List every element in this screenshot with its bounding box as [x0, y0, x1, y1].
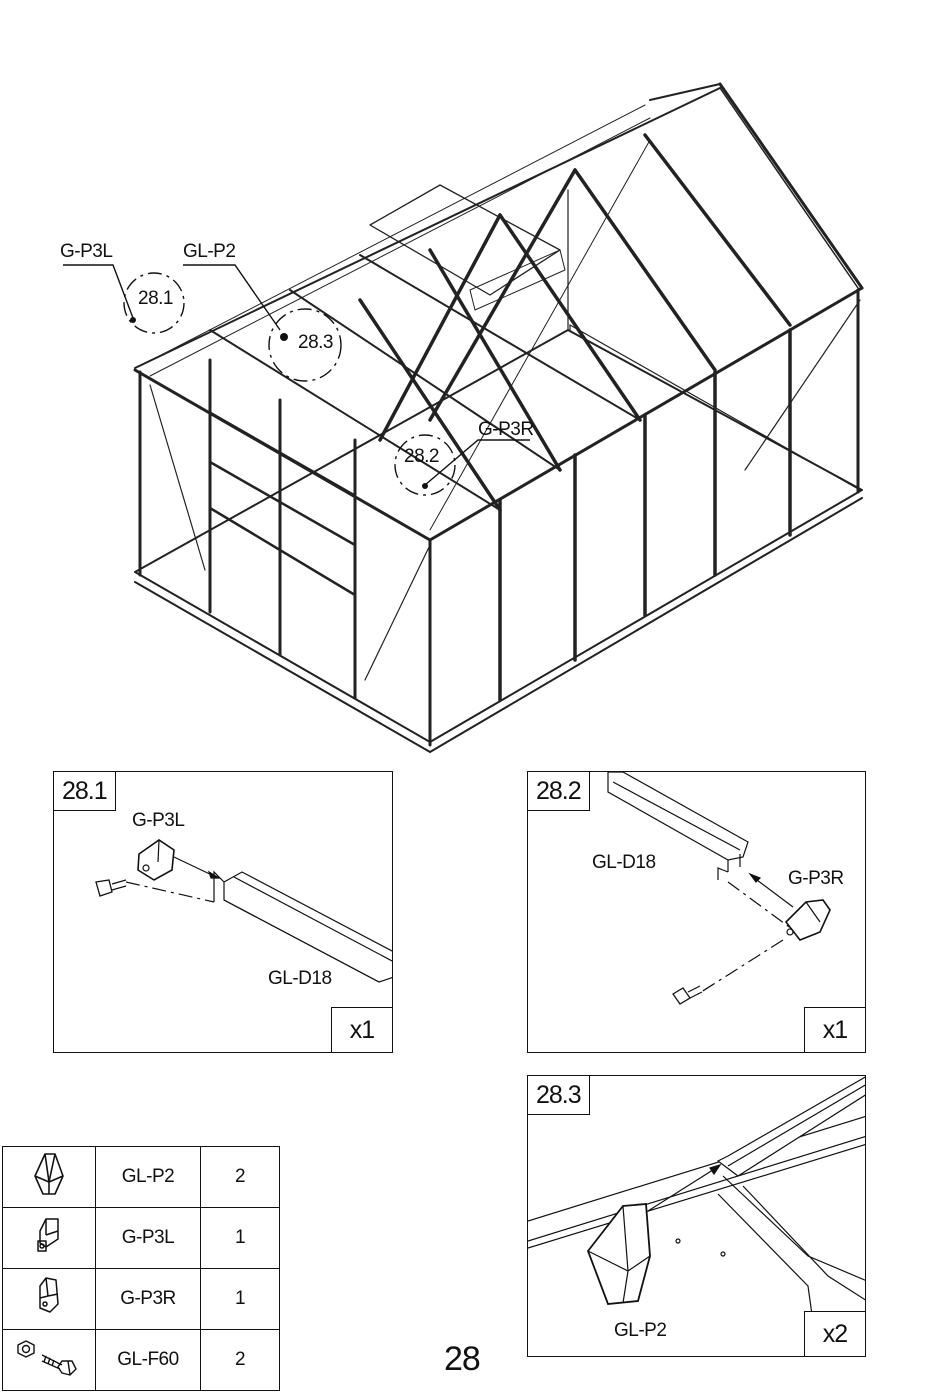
callout-ref-28-1: 28.1	[138, 288, 173, 310]
detail-panel-28-3: 28.3 GL-P2 x2	[527, 1075, 866, 1357]
detail-28-2-label-gl-d18: GL-D18	[592, 852, 656, 874]
detail-28-1-label-gl-d18: GL-D18	[268, 968, 332, 990]
parts-row: GL-F60 2	[3, 1330, 280, 1391]
detail-28-2-label-g-p3r: G-P3R	[788, 868, 844, 890]
page-number: 28	[444, 1340, 480, 1379]
nut-and-bolt-icon	[3, 1330, 96, 1391]
detail-qty-28-3: x2	[804, 1311, 866, 1357]
parts-code: GL-P2	[96, 1147, 201, 1208]
callout-part-g-p3l: G-P3L	[60, 241, 112, 263]
parts-row: GL-P2 2	[3, 1147, 280, 1208]
detail-qty-28-1: x1	[331, 1007, 393, 1053]
left-end-cap-icon	[3, 1208, 96, 1269]
parts-count: 1	[201, 1269, 280, 1330]
detail-28-3-label-gl-p2: GL-P2	[614, 1320, 666, 1342]
parts-table: GL-P2 2 G-P3L 1	[2, 1146, 280, 1391]
right-end-cap-icon	[3, 1269, 96, 1330]
parts-code: G-P3L	[96, 1208, 201, 1269]
parts-code: G-P3R	[96, 1269, 201, 1330]
parts-count: 2	[201, 1147, 280, 1208]
parts-count: 2	[201, 1330, 280, 1391]
detail-28-1-label-g-p3l: G-P3L	[132, 810, 184, 832]
detail-panel-28-1: 28.1 G-P3L GL-D18 x1	[53, 771, 393, 1053]
pyramid-cap-icon	[3, 1147, 96, 1208]
detail-tag-28-1: 28.1	[53, 771, 116, 811]
callout-part-g-p3r: G-P3R	[478, 419, 534, 441]
parts-count: 1	[201, 1208, 280, 1269]
detail-tag-28-2: 28.2	[527, 771, 590, 811]
detail-qty-28-2: x1	[804, 1007, 866, 1053]
parts-row: G-P3L 1	[3, 1208, 280, 1269]
parts-row: G-P3R 1	[3, 1269, 280, 1330]
detail-panel-28-2: 28.2 GL-D18 G-P3R x1	[527, 771, 866, 1053]
detail-tag-28-3: 28.3	[527, 1075, 590, 1115]
callout-ref-28-2: 28.2	[404, 446, 439, 468]
parts-code: GL-F60	[96, 1330, 201, 1391]
callout-ref-28-3: 28.3	[298, 332, 333, 354]
greenhouse-assembly-diagram	[0, 0, 950, 760]
callout-part-gl-p2: GL-P2	[183, 241, 235, 263]
